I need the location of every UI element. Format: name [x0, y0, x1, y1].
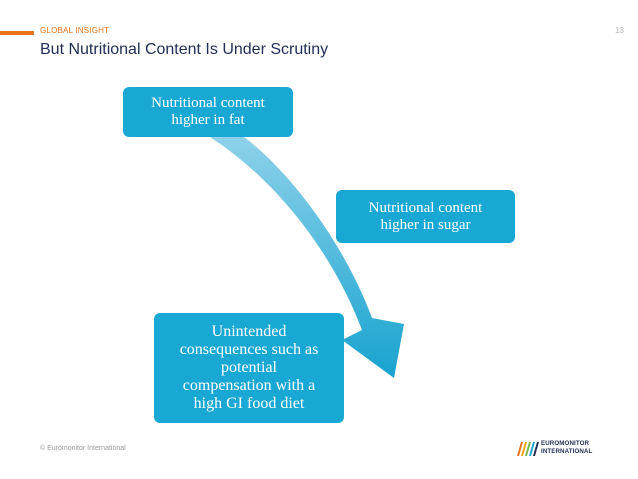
page-number: 13 [615, 26, 624, 35]
box-sugar-line2: higher in sugar [380, 216, 471, 233]
box-consequences: Unintended consequences such as potentia… [154, 313, 344, 423]
page-title: But Nutritional Content Is Under Scrutin… [40, 41, 329, 58]
box-fat: Nutritional content higher in fat [123, 87, 293, 137]
box-fat-line2: higher in fat [171, 112, 245, 128]
box-consequences-line5: high GI food diet [193, 394, 305, 412]
box-consequences-line2: consequences such as [179, 341, 319, 359]
logo-line1: EUROMONITOR [541, 440, 590, 447]
arrow-shape [205, 134, 404, 378]
box-sugar-line1: Nutritional content [368, 199, 483, 216]
box-sugar: Nutritional content higher in sugar [336, 190, 515, 243]
copyright-text: © Euromonitor International [40, 445, 126, 452]
box-consequences-line4: compensation with a [182, 376, 316, 394]
logo-stripes-icon [517, 442, 539, 456]
logo-line2: INTERNATIONAL [541, 448, 593, 455]
box-consequences-line3: potential [221, 359, 277, 377]
euromonitor-logo: EUROMONITOR INTERNATIONAL [515, 438, 605, 458]
section-label: GLOBAL INSIGHT [40, 26, 110, 35]
box-fat-line1: Nutritional content [151, 95, 265, 112]
box-consequences-line1: Unintended [211, 323, 287, 341]
accent-bar [0, 31, 34, 35]
